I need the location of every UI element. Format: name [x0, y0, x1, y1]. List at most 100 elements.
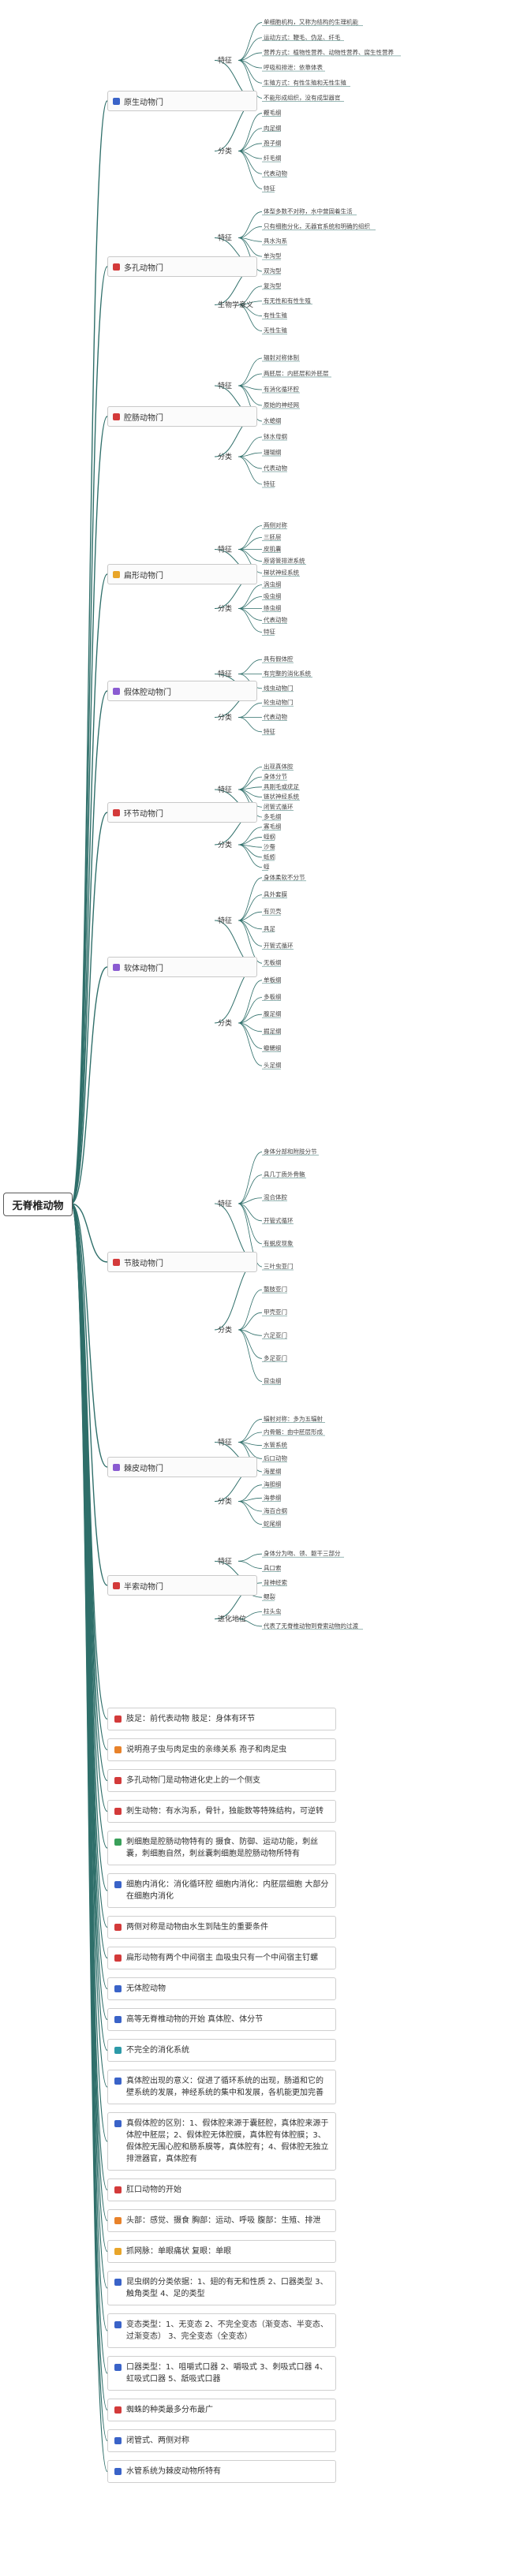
detail-item: 多板纲 — [264, 993, 282, 1001]
note-card-17[interactable]: 昆虫纲的分类依据：1、翅的有无和性质 2、口器类型 3、触角类型 4、足的类型 — [107, 2271, 336, 2305]
branch-topic-2[interactable]: 多孔动物门 — [107, 256, 257, 277]
note-card-4[interactable]: 刺生动物：有水沟系，骨针，独能数等特殊结构，可逆转 — [107, 1800, 336, 1823]
branch-topic-9[interactable]: 棘皮动物门 — [107, 1457, 257, 1477]
detail-item: 链状神经系统 — [264, 793, 299, 801]
note-icon — [114, 2468, 122, 2475]
note-card-18[interactable]: 变态类型：1、无变态 2、不完全变态（渐变态、半变态、过渐变态） 3、完全变态（… — [107, 2313, 336, 2348]
group-label: 分类 — [218, 604, 232, 614]
note-text: 不完全的消化系统 — [126, 2046, 189, 2055]
detail-item: 体型多数不对称，水中营固着生活 — [264, 207, 353, 215]
note-card-5[interactable]: 刺细胞是腔肠动物特有的 摄食、防御、运动功能，刺丝囊，刺细胞自然，刺丝囊刺细胞是… — [107, 1831, 336, 1865]
note-text: 刺生动物：有水沟系，骨针，独能数等特殊结构，可逆转 — [126, 1807, 324, 1816]
detail-item: 代表动物 — [264, 713, 287, 721]
detail-item: 单细胞机构，又称为结构的生理机能 — [264, 18, 358, 26]
detail-item: 海星纲 — [264, 1467, 282, 1475]
detail-item: 水螅纲 — [264, 416, 282, 424]
detail-item: 无性生殖 — [264, 327, 287, 334]
note-text: 说明孢子虫与肉足虫的亲缘关系 孢子和肉足虫 — [126, 1745, 287, 1754]
note-text: 闭管式、两侧对称 — [126, 2436, 189, 2445]
detail-item: 鞭毛纲 — [264, 109, 282, 117]
group-label: 生物学意义 — [218, 301, 253, 310]
fire-icon — [113, 1258, 120, 1266]
detail-item: 两侧对称 — [264, 521, 287, 529]
detail-item: 多毛纲 — [264, 812, 282, 820]
note-text: 真假体腔的区别：1、假体腔来源于囊胚腔，真体腔来源于体腔中胚层；2、假体腔无体腔… — [126, 2119, 329, 2163]
detail-item: 海百合纲 — [264, 1506, 287, 1514]
note-card-1[interactable]: 肢足：前代表动物 肢足：身体有环节 — [107, 1708, 336, 1730]
note-icon — [114, 2078, 122, 2085]
detail-item: 特征 — [264, 628, 275, 636]
detail-item: 有无性和有性生殖 — [264, 297, 311, 304]
detail-item: 轮虫动物门 — [264, 698, 294, 706]
note-card-14[interactable]: 肛口动物的开始 — [107, 2178, 336, 2201]
branch-topic-4[interactable]: 扁形动物门 — [107, 564, 257, 584]
check-icon — [113, 1463, 120, 1471]
branch-topic-6[interactable]: 环节动物门 — [107, 802, 257, 823]
note-card-11[interactable]: 不完全的消化系统 — [107, 2039, 336, 2062]
note-card-12[interactable]: 真体腔出现的意义：促进了循环系统的出现，肠道和它的壁系统的发展，神经系统的集中和… — [107, 2070, 336, 2104]
note-text: 口器类型：1、咀嚼式口器 2、嚼吸式 3、刺吸式口器 4、虹吸式口器 5、舐吸式… — [126, 2363, 327, 2384]
detail-item: 后口动物 — [264, 1454, 287, 1462]
branch-topic-10[interactable]: 半索动物门 — [107, 1575, 257, 1596]
note-icon — [114, 1808, 122, 1815]
detail-item: 有完整的消化系统 — [264, 670, 311, 678]
branch-topic-3[interactable]: 腔肠动物门 — [107, 406, 257, 427]
group-label: 分类 — [218, 1325, 232, 1335]
branch-topic-8[interactable]: 节肢动物门 — [107, 1252, 257, 1272]
detail-item: 代表动物 — [264, 169, 287, 177]
note-card-20[interactable]: 蜘蛛的种类最多分布最广 — [107, 2399, 336, 2421]
group-label: 特征 — [218, 916, 232, 925]
note-card-10[interactable]: 高等无脊椎动物的开始 真体腔、体分节 — [107, 2008, 336, 2031]
detail-item: 特征 — [264, 727, 275, 735]
note-card-9[interactable]: 无体腔动物 — [107, 1977, 336, 2000]
note-icon — [114, 2248, 122, 2255]
detail-item: 辐射对称：多为五辐射 — [264, 1414, 323, 1422]
note-card-7[interactable]: 两侧对称是动物由水生到陆生的重要条件 — [107, 1916, 336, 1939]
note-icon — [114, 2406, 122, 2414]
detail-item: 原肾管排泄系统 — [264, 557, 305, 565]
note-text: 无体腔动物 — [126, 1984, 166, 1993]
note-text: 变态类型：1、无变态 2、不完全变态（渐变态、半变态、过渐变态） 3、完全变态（… — [126, 2320, 328, 2341]
note-card-15[interactable]: 头部：感觉、摄食 胸部：运动、呼吸 腹部：生殖、排泄 — [107, 2209, 336, 2232]
note-card-3[interactable]: 多孔动物门是动物进化史上的一个侧支 — [107, 1769, 336, 1792]
detail-item: 有蜕皮现象 — [264, 1239, 294, 1247]
note-icon — [114, 1881, 122, 1888]
detail-item: 开管式循环 — [264, 942, 294, 950]
detail-item: 三叶虫亚门 — [264, 1262, 294, 1270]
note-card-6[interactable]: 细胞内消化：消化循环腔 细胞内消化：内胚层细胞 大部分在细胞内消化 — [107, 1873, 336, 1908]
detail-item: 特征 — [264, 184, 275, 192]
group-label: 分类 — [218, 840, 232, 849]
detail-item: 鳃裂 — [264, 1592, 275, 1600]
note-card-8[interactable]: 扁形动物有两个中间宿主 血吸虫只有一个中间宿主钉螺 — [107, 1947, 336, 1969]
check-icon — [113, 963, 120, 971]
detail-item: 具刚毛或疣足 — [264, 782, 299, 790]
group-label: 特征 — [218, 56, 232, 65]
detail-item: 钵水母纲 — [264, 432, 287, 440]
note-card-16[interactable]: 抓网脉：单眼痛状 复眼：单眼 — [107, 2240, 336, 2263]
house-icon — [113, 263, 120, 271]
note-icon — [114, 1839, 122, 1846]
detail-item: 绦虫纲 — [264, 604, 282, 612]
note-card-21[interactable]: 闭管式、两侧对称 — [107, 2429, 336, 2452]
detail-item: 具有假体腔 — [264, 655, 294, 663]
detail-item: 梯状神经系统 — [264, 569, 299, 577]
note-text: 水管系统为棘皮动物所特有 — [126, 2467, 221, 2476]
branch-label: 棘皮动物门 — [124, 1464, 163, 1473]
note-card-22[interactable]: 水管系统为棘皮动物所特有 — [107, 2460, 336, 2483]
note-text: 高等无脊椎动物的开始 真体腔、体分节 — [126, 2015, 264, 2024]
note-card-2[interactable]: 说明孢子虫与肉足虫的亲缘关系 孢子和肉足虫 — [107, 1738, 336, 1761]
detail-item: 多足亚门 — [264, 1353, 287, 1361]
group-label: 特征 — [218, 381, 232, 390]
detail-item: 吸虫纲 — [264, 592, 282, 600]
root-topic[interactable]: 无脊椎动物 — [3, 1193, 73, 1216]
note-card-13[interactable]: 真假体腔的区别：1、假体腔来源于囊胚腔，真体腔来源于体腔中胚层；2、假体腔无体腔… — [107, 2112, 336, 2171]
note-icon — [114, 1777, 122, 1784]
branch-topic-1[interactable]: 原生动物门 — [107, 91, 257, 111]
detail-item: 代表动物 — [264, 464, 287, 472]
branch-topic-5[interactable]: 假体腔动物门 — [107, 681, 257, 701]
note-card-19[interactable]: 口器类型：1、咀嚼式口器 2、嚼吸式 3、刺吸式口器 4、虹吸式口器 5、舐吸式… — [107, 2356, 336, 2391]
group-label: 特征 — [218, 670, 232, 679]
star-icon — [113, 570, 120, 578]
branch-topic-7[interactable]: 软体动物门 — [107, 957, 257, 977]
detail-item: 具几丁质外骨骼 — [264, 1170, 305, 1178]
